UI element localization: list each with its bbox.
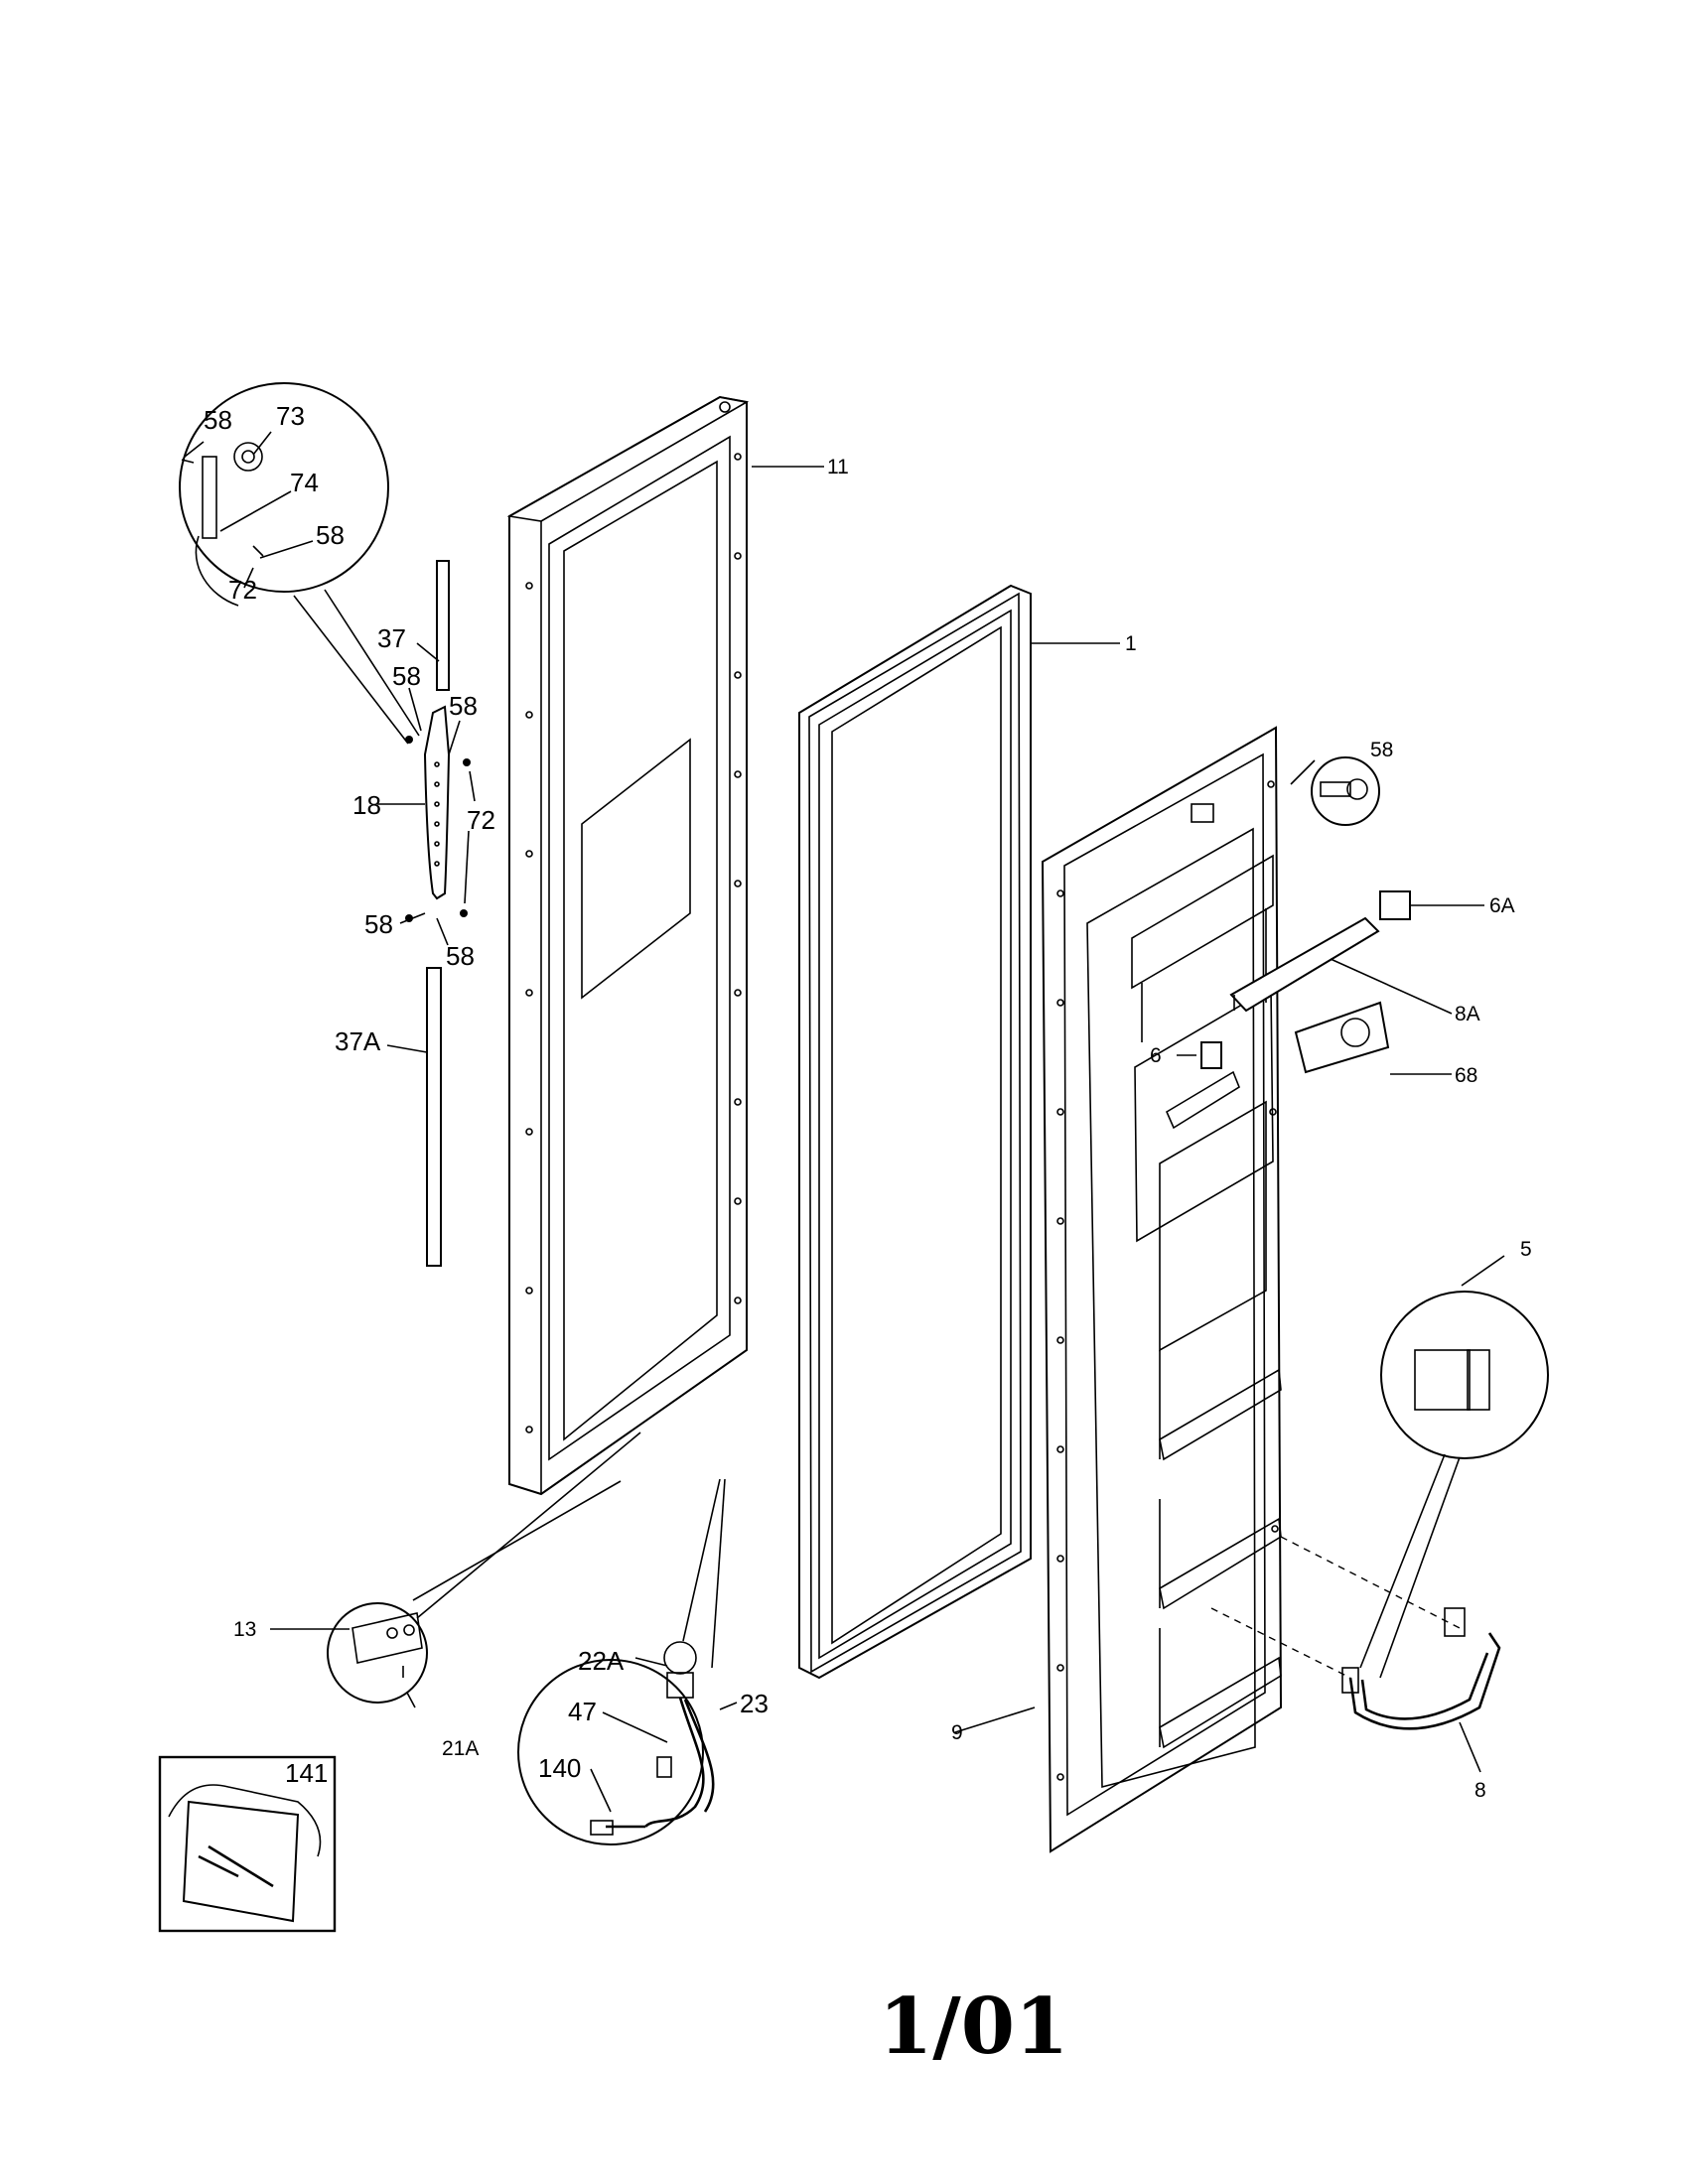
callout-73: 73	[276, 401, 305, 431]
switch-harness-circle	[517, 1478, 726, 1845]
callout-labels: 58 73 74 58 72 37 58 58 18 72 58 58 37A …	[204, 401, 1532, 1802]
callout-72: 72	[467, 805, 495, 835]
callout-58: 58	[316, 520, 345, 550]
callout-58: 58	[204, 405, 232, 435]
door-rack-bracket-8	[1210, 1536, 1501, 1730]
callout-58: 58	[392, 661, 421, 691]
callout-140: 140	[538, 1753, 581, 1783]
clip-detail-circle-5	[1359, 1291, 1549, 1679]
hinge-strip-37A	[426, 967, 442, 1267]
callout-6: 6	[1150, 1044, 1162, 1067]
callout-11: 11	[827, 456, 849, 478]
callout-13: 13	[233, 1618, 256, 1641]
callout-21A: 21A	[442, 1737, 479, 1760]
screw-detail-circle-58	[1311, 756, 1380, 826]
parts-kit-inset-141	[158, 1755, 337, 1933]
callout-37A: 37A	[335, 1026, 381, 1056]
dispenser-pad-68	[1294, 1001, 1390, 1074]
callout-58: 58	[449, 691, 478, 721]
hinge-bar-18	[405, 705, 471, 922]
callout-72: 72	[228, 575, 257, 605]
callout-1: 1	[1125, 632, 1137, 655]
callout-6A: 6A	[1489, 894, 1515, 917]
callout-5: 5	[1520, 1238, 1532, 1261]
callout-9: 9	[951, 1721, 963, 1744]
callout-74: 74	[290, 468, 319, 497]
callout-8: 8	[1474, 1779, 1486, 1802]
callout-18: 18	[352, 790, 381, 820]
door-gasket	[798, 584, 1032, 1680]
callout-23: 23	[740, 1689, 769, 1718]
door-outer-panel	[506, 395, 750, 1496]
hinge-strip-37	[436, 560, 450, 691]
hinge-detail-circle	[179, 382, 420, 745]
door-inner-liner	[1041, 726, 1283, 1853]
rail-8A	[1229, 916, 1380, 1013]
bracket-6	[1200, 1041, 1222, 1069]
callout-58: 58	[446, 941, 475, 971]
leader-lines	[184, 431, 1505, 1813]
callout-58: 58	[364, 909, 393, 939]
bracket-6A	[1379, 890, 1411, 920]
page-number: 1/01	[879, 1981, 1068, 2072]
callout-22A: 22A	[578, 1646, 625, 1676]
callout-8A: 8A	[1455, 1003, 1480, 1025]
bracket-13-circle	[327, 1432, 641, 1704]
callout-58: 58	[1370, 739, 1393, 761]
callout-141: 141	[285, 1758, 328, 1788]
callout-68: 68	[1455, 1064, 1477, 1087]
callout-47: 47	[568, 1697, 597, 1726]
callout-37: 37	[377, 623, 406, 653]
